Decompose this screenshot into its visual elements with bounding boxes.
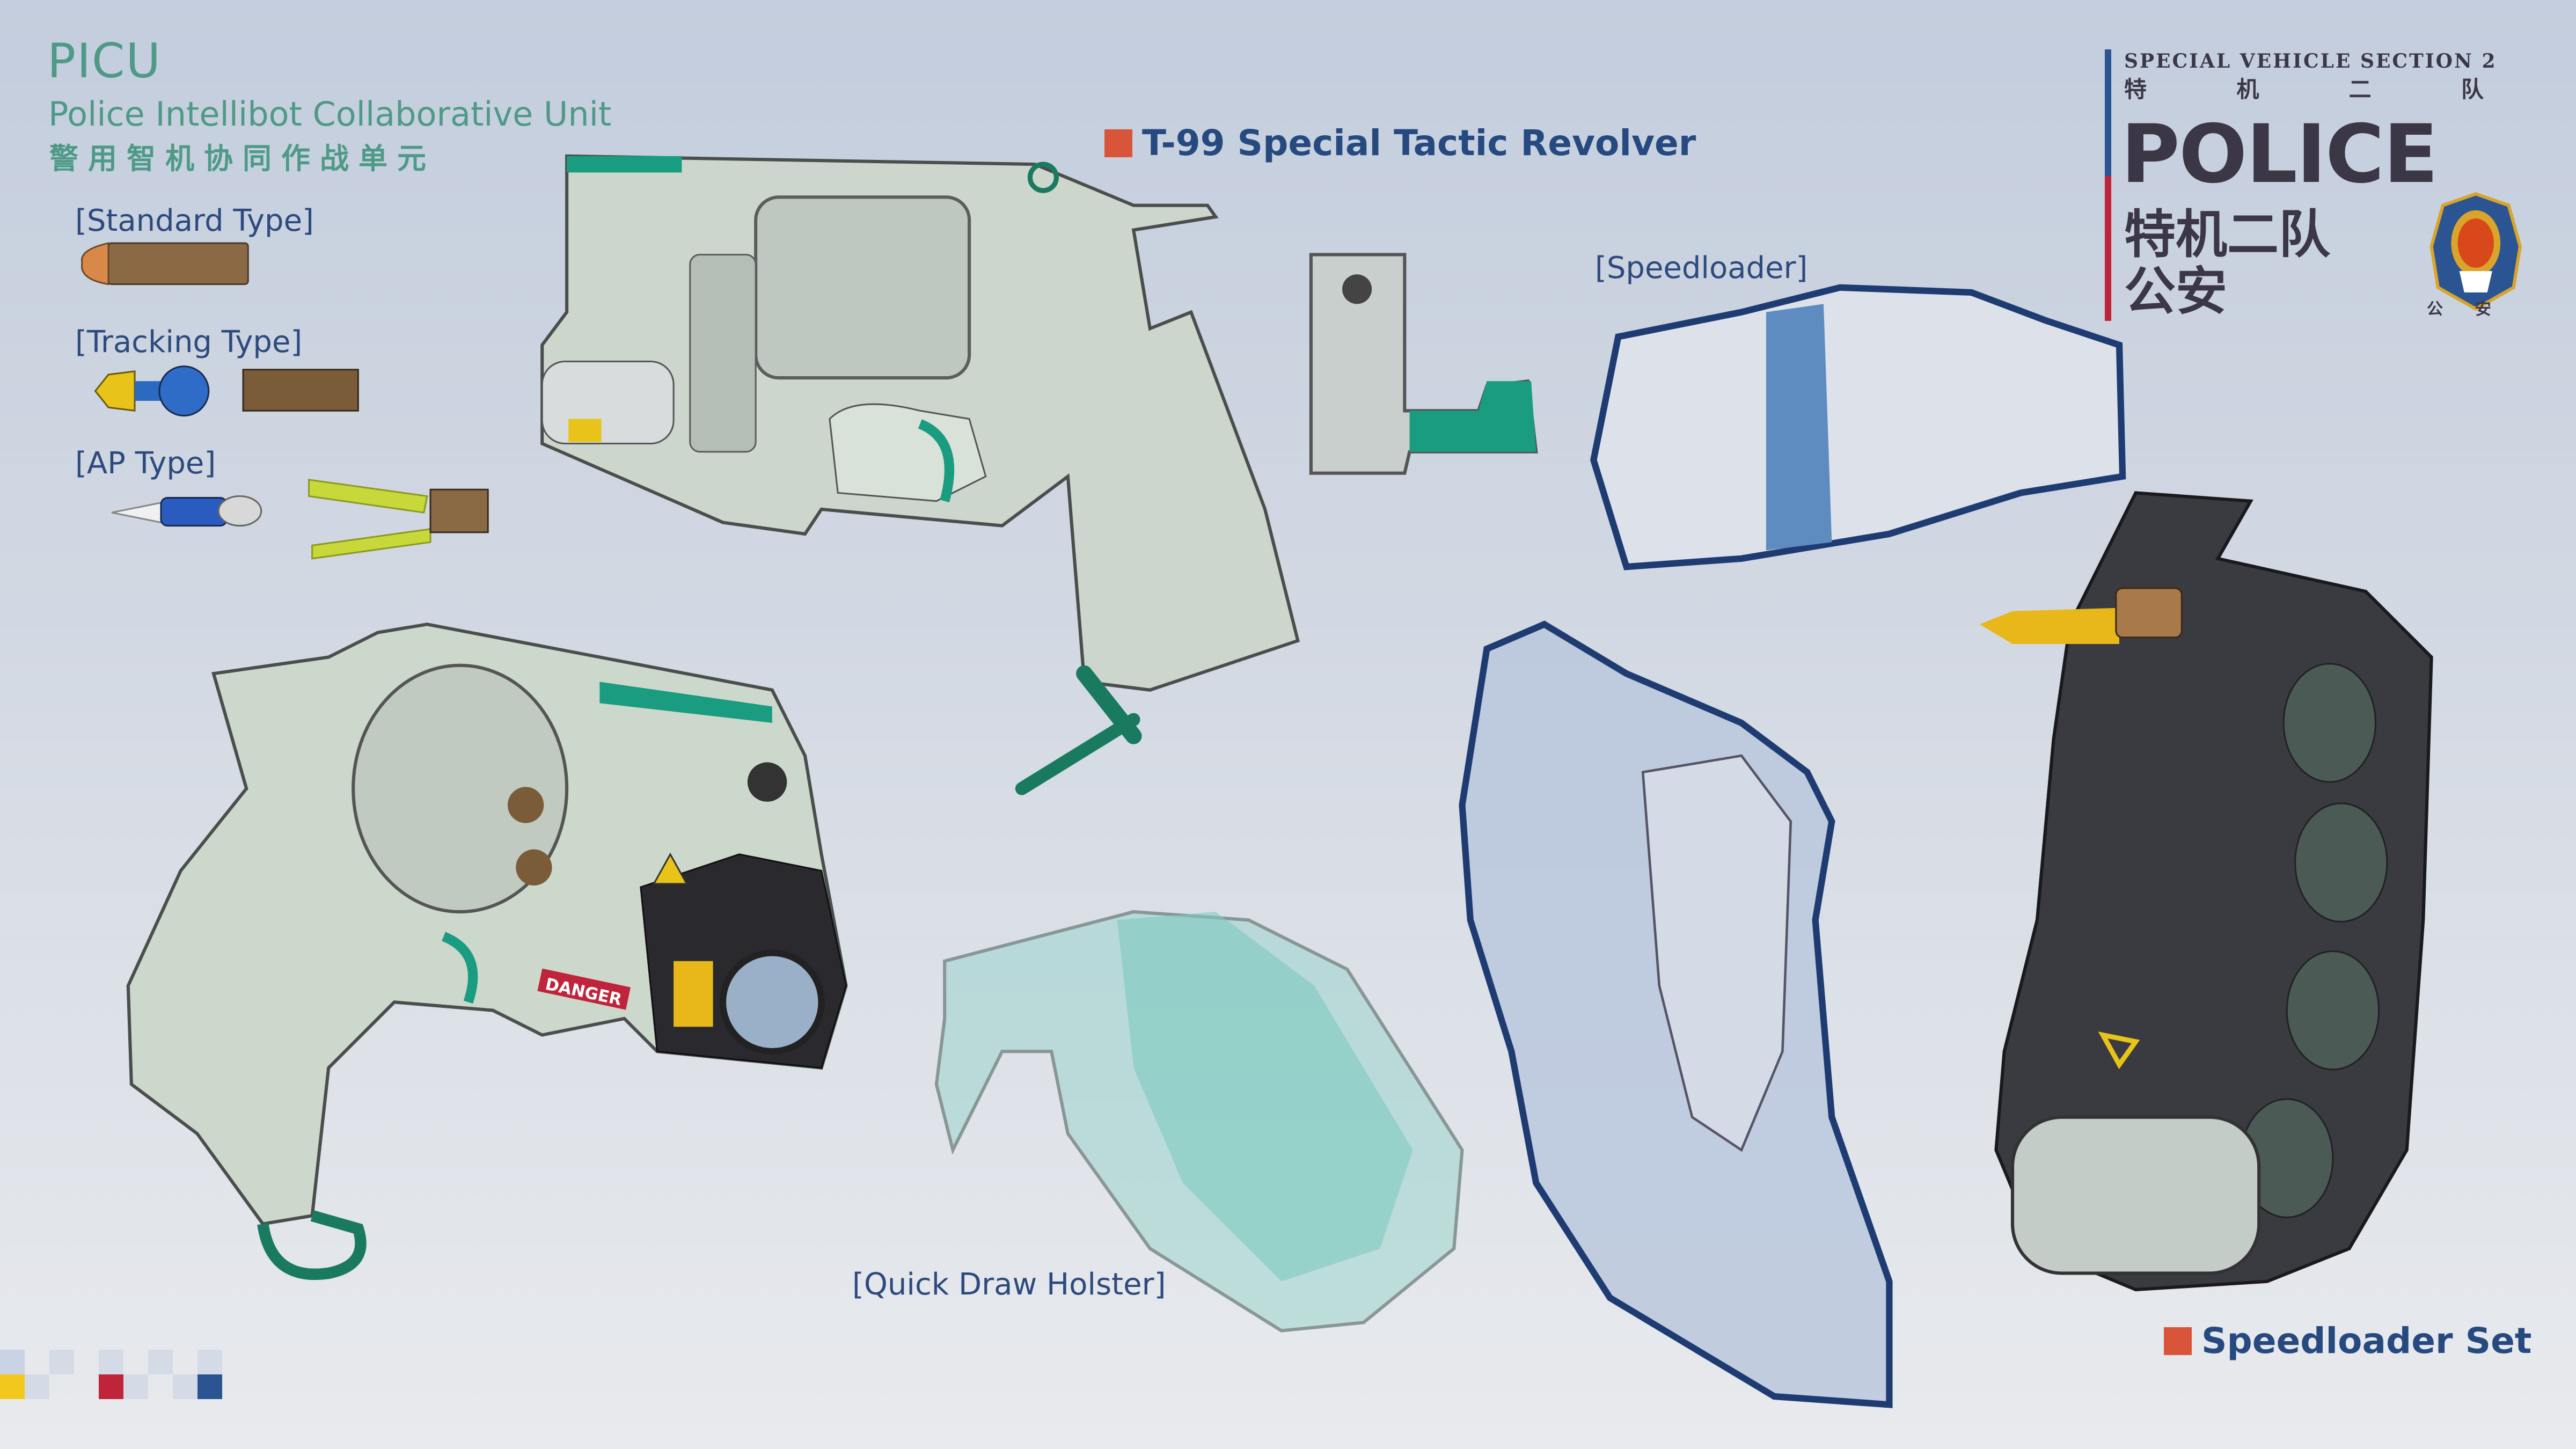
logo-english: SPECIAL VEHICLE SECTION 2: [2124, 50, 2497, 72]
ap-bullet: [111, 479, 489, 560]
revolver-front-view: DANGER: [126, 623, 848, 1280]
release-latch-part: [1309, 253, 1538, 475]
logo-cn-spaced: 特 机 二 队: [2124, 76, 2484, 103]
standard-bullet: [80, 242, 249, 286]
emblem-text: 公 安: [2427, 299, 2491, 320]
logo-cn-line2: 公安: [2124, 261, 2227, 321]
revolver-heading-text: T-99 Special Tactic Revolver: [1142, 122, 1696, 164]
logo-cn-line1: 特机二队: [2124, 204, 2330, 265]
logo-char: 机: [2236, 76, 2259, 103]
logo-police: POLICE: [2121, 108, 2438, 201]
revolver-side-view: [540, 154, 1300, 795]
pixel-color-strip: [0, 1350, 231, 1401]
revolver-heading: T-99 Special Tactic Revolver: [1104, 122, 1696, 164]
speedloader-drawing: [1590, 284, 2126, 570]
logo-red-bar: [2105, 176, 2111, 321]
emblem-char: 公: [2427, 300, 2443, 319]
app-subtitle-cn: 警用智机协同作战单元: [49, 141, 436, 175]
app-subtitle: Police Intellibot Collaborative Unit: [48, 94, 612, 134]
logo-blue-bar: [2105, 49, 2111, 176]
tracking-type-label: [Tracking Type]: [75, 325, 303, 360]
speedloader-set-heading: Speedloader Set: [2164, 1320, 2531, 1362]
logo-cn-block: 特机二队 公安: [2124, 206, 2330, 320]
emblem-char: 安: [2475, 300, 2491, 319]
police-logo: SPECIAL VEHICLE SECTION 2 特 机 二 队 POLICE…: [2105, 49, 2534, 323]
speedloader-set-heading-text: Speedloader Set: [2201, 1320, 2532, 1362]
ap-type-label: [AP Type]: [75, 446, 216, 481]
logo-char: 二: [2348, 76, 2372, 103]
quick-draw-holster: [934, 910, 1464, 1333]
holster-shell: [1459, 620, 1893, 1408]
logo-char: 队: [2461, 76, 2484, 103]
police-emblem: [2429, 192, 2522, 311]
holster-label: [Quick Draw Holster]: [852, 1267, 1166, 1302]
red-marker-icon: [2164, 1327, 2192, 1355]
speedloader-label: [Speedloader]: [1595, 251, 1808, 286]
app-title: PICU: [47, 33, 162, 89]
standard-type-label: [Standard Type]: [75, 203, 314, 238]
speedloader-set: [1979, 491, 2433, 1292]
tracking-bullet: [94, 365, 359, 417]
red-marker-icon: [1104, 129, 1132, 157]
logo-char: 特: [2124, 76, 2147, 103]
